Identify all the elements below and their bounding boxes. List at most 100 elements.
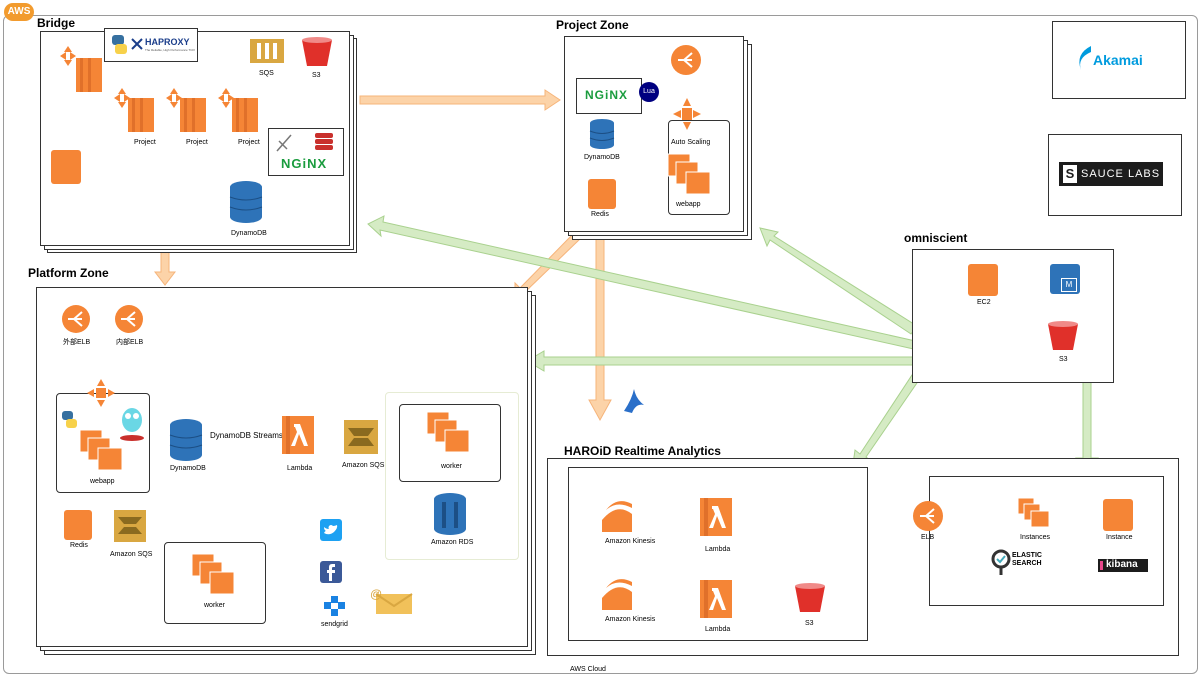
- gopher-icon: [120, 408, 144, 441]
- arrow-project-to-haroid: [588, 237, 612, 422]
- platform-redis-label: Redis: [70, 542, 88, 549]
- sendgrid-icon: [324, 596, 345, 616]
- project-webapp-instances: [667, 153, 711, 195]
- autoscaling-icon: [673, 98, 701, 130]
- cloud-label: AWS Cloud: [570, 666, 606, 673]
- arrow-bridge-to-platform: [153, 251, 177, 286]
- saucelabs-logo-text: SAUCE LABS: [1081, 168, 1161, 180]
- bridge-nginx-box: NGiNX: [268, 128, 344, 176]
- worker-rds-group: [385, 392, 519, 560]
- aws-badge: AWS: [4, 3, 34, 21]
- platform-dynamodb-icon: [169, 419, 203, 461]
- platform-sqs2-label: Amazon SQS: [110, 551, 153, 558]
- project-nginx-box: NGiNX: [576, 78, 642, 114]
- bridge-sqs-label: SQS: [259, 70, 274, 77]
- s3-bucket-icon: [302, 37, 332, 66]
- sqs-icon: [250, 39, 284, 63]
- project-label-3: Project: [238, 139, 260, 146]
- haroid-elb-panel: [929, 476, 1164, 606]
- elasticsearch-magnifier-icon: [991, 549, 1011, 575]
- project-label-1: Project: [134, 139, 156, 146]
- platform-webapp-instances: [79, 429, 123, 471]
- aws-cloud-boundary: [3, 15, 1198, 674]
- project-dynamodb-label: DynamoDB: [584, 154, 620, 161]
- bridge-nginx-text: NGiNX: [281, 156, 328, 171]
- autoscaling-label: Auto Scaling: [671, 139, 711, 146]
- kinesis-label-2: Amazon Kinesis: [605, 616, 656, 623]
- akamai-swoosh-icon: [1079, 46, 1091, 70]
- haroid-s3-icon: [795, 583, 825, 612]
- platform-autoscaling-icon: [87, 379, 115, 407]
- platform-sqs-label: Amazon SQS: [342, 462, 385, 469]
- haproxy-logo-box: HAPROXY The Reliable, High Performance T…: [104, 28, 198, 62]
- bridge-dynamodb-icon: [229, 181, 263, 223]
- project-title: Project Zone: [556, 18, 629, 32]
- project-instance-3: [216, 86, 266, 136]
- python-icon: [112, 35, 127, 54]
- elasticsearch-logo: ELASTIC SEARCH: [990, 548, 1050, 576]
- arrow-omni-to-haroid: [851, 374, 920, 472]
- haroid-instance: [1103, 499, 1133, 531]
- project-redis-label: Redis: [591, 211, 609, 218]
- dynamodb-streams-label: DynamoDB Streams: [210, 431, 283, 440]
- bird-logo-icon: [624, 389, 644, 413]
- kibana-logo: kibana: [1098, 559, 1148, 572]
- haroid-instance-label: Instance: [1106, 534, 1133, 541]
- project-redis-instance: [588, 179, 616, 209]
- arrow-omni-to-bridge: [367, 215, 921, 351]
- redis-icon: [315, 133, 333, 150]
- project-instance-2: [164, 86, 214, 136]
- arrow-omni-to-project: [759, 227, 918, 335]
- bridge-title: Bridge: [37, 16, 76, 30]
- haproxy-text: HAPROXY: [145, 37, 190, 47]
- haroid-s3-label: S3: [805, 620, 814, 627]
- arrow-bridge-to-project: [359, 89, 561, 111]
- platform-worker-label: worker: [441, 463, 463, 470]
- omniscient-ec2-instance: [968, 264, 998, 296]
- omniscient-ec2-label: EC2: [977, 299, 991, 306]
- omniscient-s3-label: S3: [1059, 356, 1068, 363]
- project-webapp-label: webapp: [676, 201, 701, 208]
- haroid-elb-label: ELB: [921, 534, 935, 541]
- omniscient-panel: [912, 249, 1114, 383]
- bridge-s3-label: S3: [312, 72, 321, 79]
- platform-worker2-instances: [191, 553, 235, 595]
- svg-text:@: @: [370, 587, 382, 601]
- platform-worker2-label: worker: [204, 602, 226, 609]
- green-arrows: [367, 215, 1099, 477]
- bridge-haproxy-instance: [58, 44, 104, 94]
- rocket-icon: [276, 134, 292, 152]
- platform-sqs2-icon: [114, 510, 146, 542]
- memcache-icon: M: [1050, 264, 1080, 294]
- platform-redis-instance: [64, 510, 92, 540]
- kinesis-icon-2: [602, 579, 632, 610]
- project-label-2: Project: [186, 139, 208, 146]
- omniscient-s3-icon: [1048, 321, 1078, 350]
- memcache-glyph: M: [1061, 278, 1077, 292]
- project-dynamodb-icon: [589, 119, 615, 149]
- haroid-title: HAROiD Realtime Analytics: [564, 444, 721, 458]
- platform-sqs-icon: [344, 420, 378, 454]
- platform-worker-instances: [426, 411, 470, 453]
- haroid-elb-icon: [913, 501, 943, 531]
- haproxy-tagline: The Reliable, High Performance TCP/HTTP …: [145, 48, 195, 52]
- project-nginx-text: NGiNX: [585, 88, 629, 102]
- akamai-box: Akamai: [1052, 21, 1186, 99]
- elasticsearch-text: ELASTIC SEARCH: [1012, 552, 1042, 567]
- rds-label: Amazon RDS: [431, 539, 474, 546]
- project-instance-1: [112, 86, 162, 136]
- rds-icon: [434, 493, 466, 535]
- saucelabs-box: S SAUCE LABS: [1048, 134, 1182, 216]
- akamai-logo-text: Akamai: [1093, 52, 1143, 68]
- saucelabs-s-icon: S: [1063, 165, 1077, 183]
- haproxy-icon: [131, 38, 143, 50]
- project-elb-icon: [671, 45, 701, 75]
- haroid-instances-label: Instances: [1020, 534, 1050, 541]
- external-elb-icon: [62, 305, 90, 333]
- arrow-omni-to-platform: [526, 350, 923, 372]
- sendgrid-label: sendgrid: [321, 621, 348, 628]
- kinesis-label-1: Amazon Kinesis: [605, 538, 656, 545]
- bridge-dynamodb-label: DynamoDB: [231, 230, 267, 237]
- platform-title: Platform Zone: [28, 266, 109, 280]
- internal-elb-icon: [115, 305, 143, 333]
